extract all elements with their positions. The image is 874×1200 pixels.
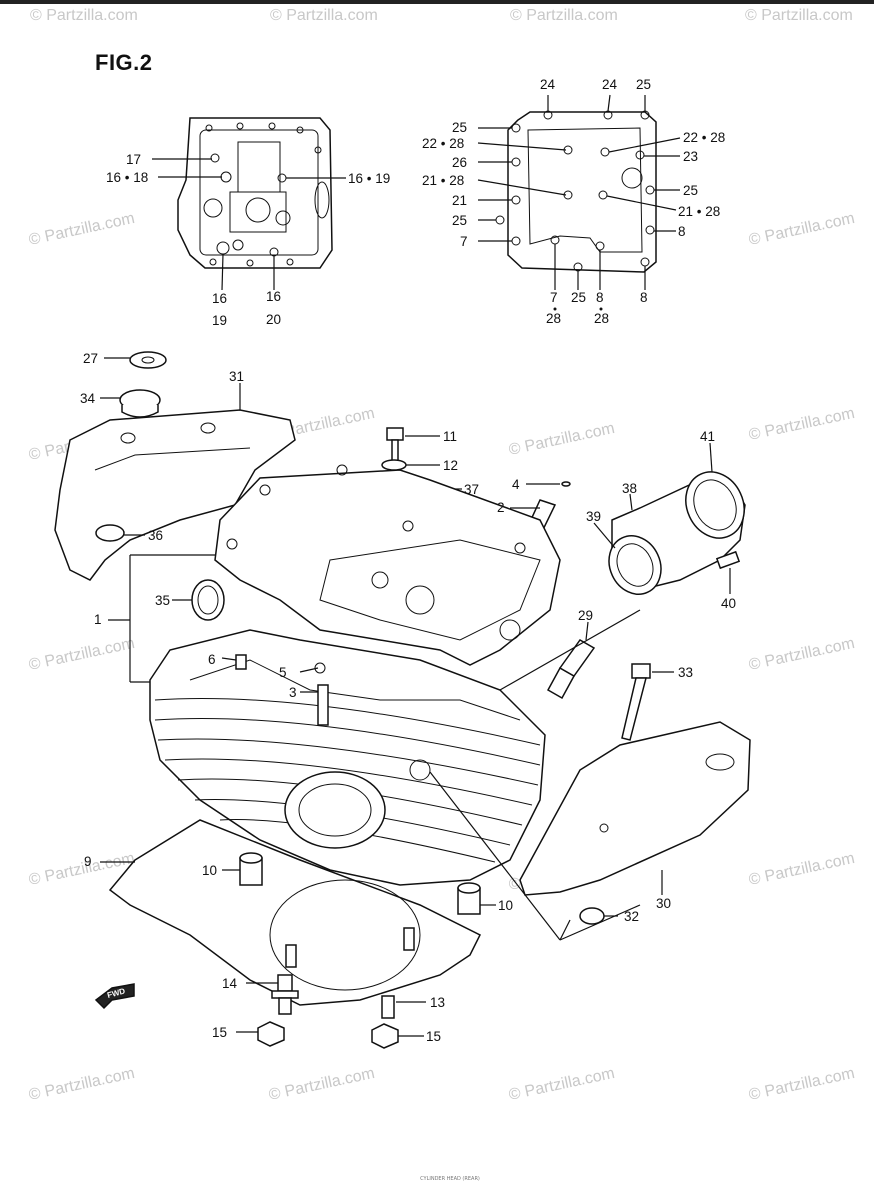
callout-4: 4	[512, 477, 520, 492]
callout-22-28: 22 • 28	[683, 130, 725, 145]
callout-25: 25	[452, 213, 467, 228]
watermark: © Partzilla.com	[27, 635, 136, 674]
gasket-39	[608, 535, 662, 595]
callout-3: 3	[289, 685, 297, 700]
callout-35: 35	[155, 593, 170, 608]
callout-14: 14	[222, 976, 238, 991]
callout-25: 25	[452, 120, 467, 135]
callout-21: 21	[452, 193, 467, 208]
cam-housing	[214, 469, 561, 666]
callout-25: 25	[683, 183, 698, 198]
callout-15: 15	[212, 1025, 227, 1040]
callout-6: 6	[208, 652, 216, 667]
callout-29: 29	[578, 608, 593, 623]
callout-16-19: 16 • 19	[348, 171, 390, 186]
callout-21-28: 21 • 28	[422, 173, 464, 188]
watermark: © Partzilla.com	[270, 7, 378, 24]
callout-10: 10	[498, 898, 513, 913]
head-gasket-9	[108, 819, 482, 1006]
watermark: © Partzilla.com	[747, 635, 856, 674]
watermark: © Partzilla.com	[267, 1065, 376, 1104]
stud-3	[317, 684, 329, 726]
callout-24: 24	[540, 77, 556, 92]
callout-9: 9	[84, 854, 92, 869]
watermark: © Partzilla.com	[747, 210, 856, 249]
callout-38: 38	[622, 481, 637, 496]
callout-16-18: 16 • 18	[106, 170, 148, 185]
callout-21-28: 21 • 28	[678, 204, 720, 219]
callout-1: 1	[94, 612, 102, 627]
callout-17: 17	[126, 152, 141, 167]
callout-8: 8	[596, 290, 604, 305]
top-border	[0, 0, 874, 4]
callout-8: 8	[678, 224, 686, 239]
callout-labels: 17 16 • 18 16 • 19 16 19 16 20 24 24 25 …	[80, 77, 736, 1044]
watermark: © Partzilla.com	[507, 420, 616, 459]
bolt-33	[621, 663, 651, 741]
cover-gasket-view	[477, 94, 681, 290]
callout-10: 10	[202, 863, 217, 878]
callout-28: 28	[594, 311, 609, 326]
watermark: © Partzilla.com	[507, 1065, 616, 1104]
nut-15	[257, 1021, 285, 1047]
callout-11: 11	[443, 429, 457, 444]
cylinder-head	[149, 629, 546, 886]
callout-34: 34	[80, 391, 96, 406]
stud-13	[381, 995, 395, 1019]
stud-14	[271, 974, 299, 1015]
bolt-11	[386, 427, 404, 463]
callout-39: 39	[586, 509, 601, 524]
callout-8: 8	[640, 290, 648, 305]
callout-27: 27	[83, 351, 98, 366]
watermark: © Partzilla.com	[27, 210, 136, 249]
callout-12: 12	[443, 458, 458, 473]
callout-2: 2	[497, 500, 505, 515]
watermark: © Partzilla.com	[510, 7, 618, 24]
callout-25: 25	[636, 77, 651, 92]
forward-arrow-icon: FWD	[94, 983, 135, 1010]
callout-26: 26	[452, 155, 467, 170]
callout-31: 31	[229, 369, 244, 384]
callout-19: 19	[212, 313, 227, 328]
callout-33: 33	[678, 665, 693, 680]
washer-12	[381, 459, 407, 471]
callout-36: 36	[148, 528, 163, 543]
callout-22-28: 22 • 28	[422, 136, 464, 151]
main-assembly: FWD	[54, 351, 751, 1049]
side-cover-30	[519, 721, 751, 896]
callout-7: 7	[550, 290, 558, 305]
figure-title: FIG.2	[95, 50, 153, 75]
watermark: © Partzilla.com	[745, 7, 853, 24]
watermark: © Partzilla.com	[747, 405, 856, 444]
callout-28: 28	[546, 311, 561, 326]
callout-41: 41	[700, 429, 715, 444]
watermark: © Partzilla.com	[30, 7, 138, 24]
callout-23: 23	[683, 149, 698, 164]
intake-pipe	[608, 471, 746, 595]
callout-16: 16	[212, 291, 227, 306]
callout-32: 32	[624, 909, 639, 924]
spark-plug-29	[546, 639, 596, 700]
callout-40: 40	[721, 596, 736, 611]
callout-16: 16	[266, 289, 281, 304]
callout-37: 37	[464, 482, 479, 497]
callout-5: 5	[279, 665, 287, 680]
callout-24: 24	[602, 77, 618, 92]
watermark: © Partzilla.com	[747, 850, 856, 889]
nut-15	[371, 1023, 399, 1049]
washer-27	[129, 351, 167, 369]
callout-7: 7	[460, 234, 468, 249]
footer-caption: CYLINDER HEAD (REAR)	[420, 1176, 480, 1182]
watermark: © Partzilla.com	[747, 1065, 856, 1104]
screw-40	[715, 550, 741, 570]
spacer-32	[579, 907, 605, 925]
callout-13: 13	[430, 995, 445, 1010]
callout-30: 30	[656, 896, 671, 911]
watermark: © Partzilla.com	[27, 1065, 136, 1104]
callout-20: 20	[266, 312, 281, 327]
head-top-view	[152, 117, 346, 291]
callout-15: 15	[426, 1029, 441, 1044]
callout-25: 25	[571, 290, 586, 305]
